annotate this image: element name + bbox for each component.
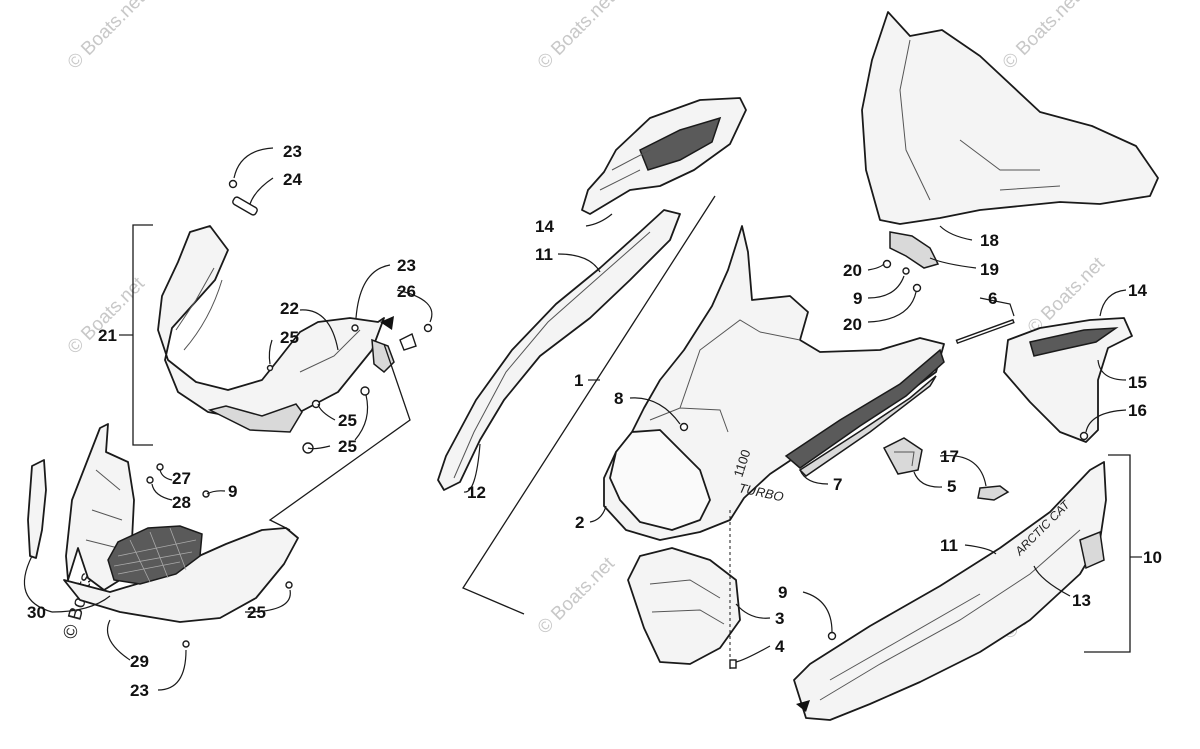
watermark: © Boats.net — [999, 0, 1085, 74]
nut — [912, 283, 922, 293]
callout-21: 21 — [98, 326, 117, 345]
rivet — [360, 386, 370, 396]
nose-pan-assembly — [27, 423, 299, 648]
callout-30: 29 — [130, 652, 149, 671]
rivet — [266, 364, 274, 372]
bumper-plate — [232, 196, 258, 216]
callout-17: 17 — [940, 447, 959, 466]
callout-9: 9 — [853, 289, 862, 308]
intake-grille — [107, 525, 203, 585]
callout-28: 27 — [172, 469, 191, 488]
callout-1: 1 — [574, 371, 583, 390]
callout-25: 25 — [247, 603, 266, 622]
callout-20: 20 — [843, 315, 862, 334]
callout-8: 8 — [614, 389, 623, 408]
hood-side-rail — [437, 209, 681, 491]
side-panel-assembly — [1003, 317, 1133, 443]
screw — [827, 631, 837, 641]
headlight-housing — [627, 547, 741, 665]
callout-23: 23 — [397, 256, 416, 275]
watermark: © Boats.net — [64, 273, 150, 359]
side-trim-strip — [27, 459, 47, 559]
headlight-lens — [609, 429, 711, 531]
side-trim-assembly: ARCTIC CAT — [793, 461, 1107, 721]
top-trim-grille — [639, 116, 722, 171]
callout-14: 14 — [1128, 281, 1147, 300]
screw — [1079, 431, 1089, 441]
side-trim-end-cap — [1079, 530, 1105, 570]
clip — [679, 422, 689, 432]
callout-24: 24 — [283, 170, 302, 189]
screw — [351, 324, 359, 332]
callout-labels: 1 2 3 4 5 6 7 8 9 9 9 10 11 11 12 13 14 … — [27, 142, 1162, 700]
watermark: © Boats.net — [534, 0, 620, 74]
clip — [146, 476, 154, 484]
callout-22: 22 — [280, 299, 299, 318]
windshield — [861, 11, 1159, 225]
callout-9: 9 — [228, 482, 237, 501]
bushing — [399, 333, 417, 351]
hood-decal-stripe — [798, 375, 937, 477]
front-bumper — [157, 225, 385, 421]
nut — [423, 323, 433, 333]
trim-clip — [977, 485, 1010, 501]
callout-7: 7 — [833, 475, 842, 494]
callout-20: 20 — [843, 261, 862, 280]
screw — [285, 581, 293, 589]
callout-27: 26 — [397, 282, 416, 301]
windshield-bracket — [889, 231, 940, 269]
screw — [902, 267, 910, 275]
leader-lines — [23, 147, 1142, 691]
callout-23: 23 — [130, 681, 149, 700]
callout-14: 14 — [535, 217, 554, 236]
callout-23: 23 — [283, 142, 302, 161]
callout-25: 25 — [338, 411, 357, 430]
callout-4: 4 — [775, 637, 785, 656]
callout-29: 28 — [172, 493, 191, 512]
callout-16: 16 — [1128, 401, 1147, 420]
callout-31: 30 — [27, 603, 46, 622]
rivet — [311, 399, 321, 409]
callout-11: 11 — [940, 536, 958, 555]
callout-19: 19 — [980, 260, 999, 279]
bulb-socket — [729, 659, 737, 669]
direction-arrow-icon — [796, 700, 810, 712]
callout-12: 12 — [467, 483, 486, 502]
callout-18: 18 — [980, 231, 999, 250]
callout-6: 6 — [988, 289, 997, 308]
screw — [182, 640, 190, 648]
side-vent-insert — [1029, 327, 1119, 357]
bolt — [955, 318, 1015, 345]
hood-decal — [784, 348, 945, 469]
windshield-assembly — [861, 11, 1159, 345]
callout-15: 15 — [1128, 373, 1147, 392]
callout-5: 5 — [947, 477, 956, 496]
callout-3: 3 — [775, 609, 784, 628]
hood-trim-assembly — [437, 97, 747, 491]
direction-arrow-icon — [380, 316, 394, 330]
hood-latch — [882, 437, 923, 475]
callout-10: 10 — [1143, 548, 1162, 567]
callout-25: 25 — [280, 328, 299, 347]
callout-26: 25 — [338, 437, 357, 456]
callout-9: 9 — [778, 583, 787, 602]
screw — [202, 490, 210, 498]
bumper-bracket — [207, 403, 303, 433]
bumper-end-bracket — [371, 338, 395, 374]
screw — [882, 259, 892, 269]
front-bumper-assembly — [157, 179, 433, 454]
screw — [228, 179, 238, 189]
callout-2: 2 — [575, 513, 584, 532]
screw — [156, 463, 164, 471]
model-name-decal: TURBO — [737, 480, 785, 504]
callout-11: 11 — [535, 245, 553, 264]
callout-13: 13 — [1072, 591, 1091, 610]
watermark: © Boats.net — [534, 553, 620, 639]
hood-assembly: 1100 TURBO — [603, 225, 945, 669]
watermark: © Boats.net — [64, 0, 150, 74]
